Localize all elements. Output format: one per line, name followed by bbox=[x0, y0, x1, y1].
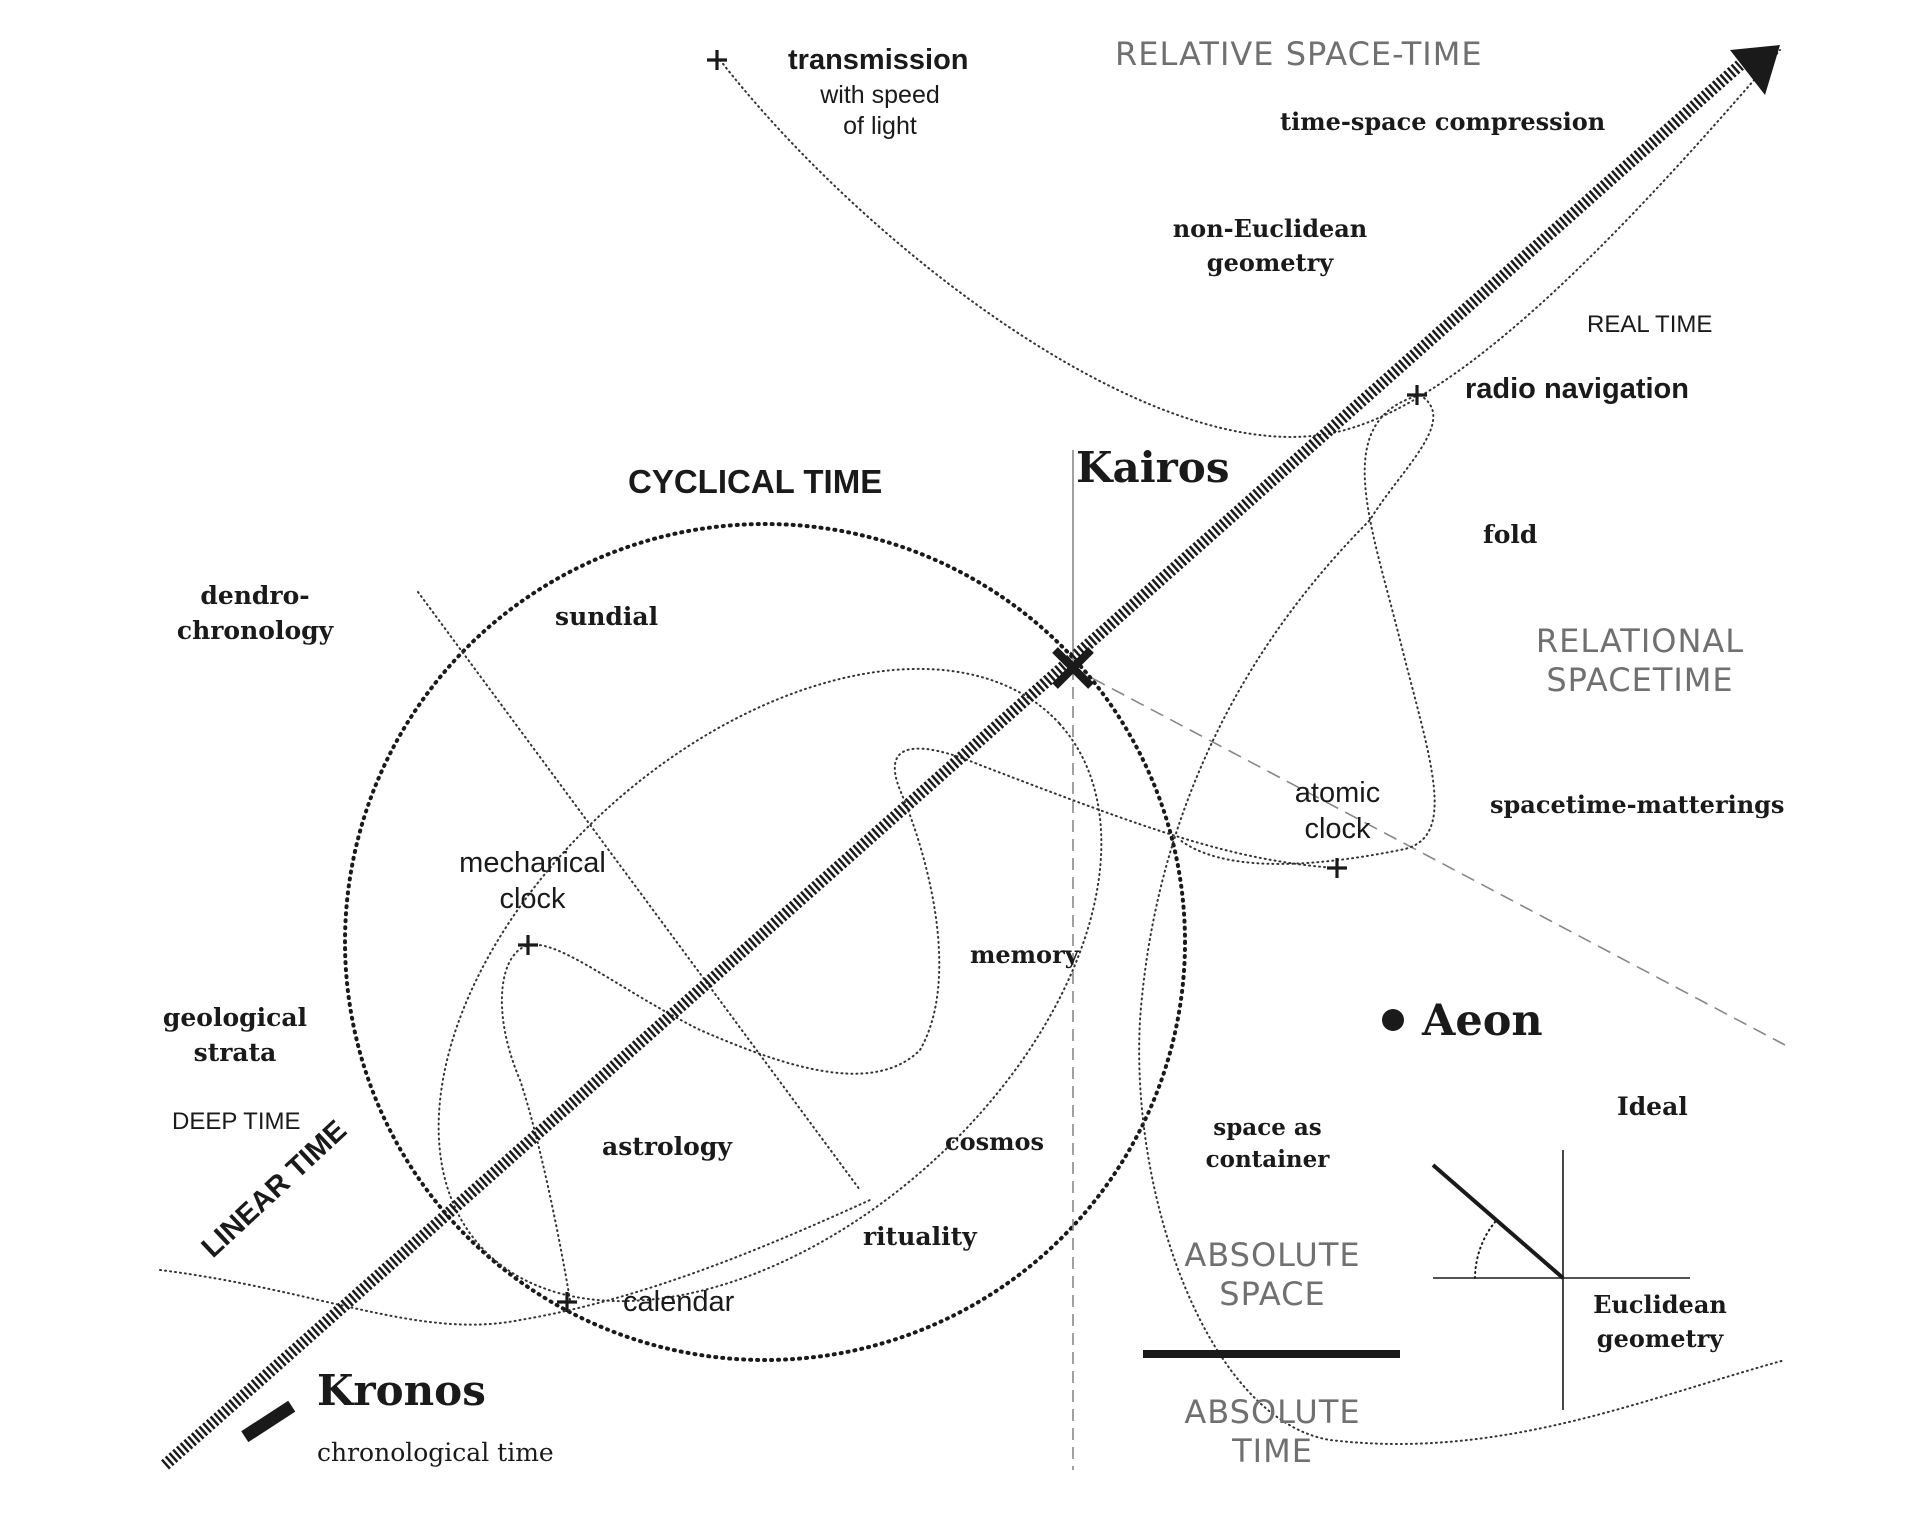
relative-space-time-label: RELATIVE SPACE-TIME bbox=[1115, 35, 1483, 73]
absolute-space-label: ABSOLUTE SPACE bbox=[1184, 1236, 1361, 1314]
plus-icon bbox=[1407, 385, 1427, 405]
chronological-time-label: chronological time bbox=[317, 1438, 554, 1467]
ideal-label: Ideal bbox=[1617, 1092, 1688, 1121]
memory-label: memory bbox=[970, 940, 1079, 969]
space-as-container-label: space as container bbox=[1205, 1114, 1330, 1174]
transmission-subtitle: with speed of light bbox=[820, 81, 940, 140]
absolute-bar bbox=[1143, 1350, 1400, 1358]
fold-label: fold bbox=[1483, 520, 1538, 549]
dendrochronology-label: dendro- chronology bbox=[176, 581, 334, 645]
bar-icon bbox=[241, 1400, 296, 1443]
mechanical-clock-label: mechanical clock bbox=[459, 847, 606, 916]
arrow-head-icon bbox=[1730, 45, 1780, 95]
plus-icon bbox=[707, 50, 727, 70]
deep-time-label: DEEP TIME bbox=[172, 1108, 301, 1135]
atomic-clock-curve bbox=[500, 747, 1336, 1301]
plus-icon bbox=[557, 1292, 577, 1312]
aeon-label: Aeon bbox=[1422, 996, 1543, 1046]
spacetime-matterings-label: spacetime-matterings bbox=[1490, 790, 1785, 819]
transmission-curve bbox=[719, 49, 1781, 438]
linear-time-arrow bbox=[161, 45, 1780, 1470]
cyclical-time-label: CYCLICAL TIME bbox=[628, 463, 883, 500]
relational-spacetime-label: RELATIONAL SPACETIME bbox=[1535, 622, 1745, 700]
kronos-label: Kronos bbox=[317, 1366, 486, 1415]
non-euclidean-geometry-label: non-Euclidean geometry bbox=[1172, 214, 1368, 277]
plus-icon bbox=[1327, 858, 1347, 878]
transmission-title: transmission bbox=[788, 44, 969, 76]
atomic-clock-label: atomic clock bbox=[1294, 777, 1381, 846]
radio-navigation-loop bbox=[1138, 394, 1786, 1445]
relational-dashed-line bbox=[1072, 667, 1786, 1046]
geological-strata-label: geological strata bbox=[162, 1003, 308, 1067]
x-mark-icon bbox=[1052, 647, 1094, 689]
cyclical-time-circle bbox=[343, 522, 1187, 1362]
filled-dot-icon bbox=[1382, 1009, 1404, 1031]
time-space-compression-label: time-space compression bbox=[1280, 107, 1606, 136]
calendar-label: calendar bbox=[623, 1286, 735, 1318]
radio-navigation-label: radio navigation bbox=[1465, 373, 1689, 405]
absolute-time-label: ABSOLUTE TIME bbox=[1184, 1393, 1361, 1471]
euclidean-axes bbox=[1431, 1150, 1690, 1410]
kairos-label: Kairos bbox=[1076, 443, 1230, 492]
real-time-label: REAL TIME bbox=[1587, 311, 1713, 338]
euclidean-geometry-label: Euclidean geometry bbox=[1593, 1290, 1727, 1353]
plus-icon bbox=[518, 935, 538, 955]
astrology-label: astrology bbox=[602, 1132, 732, 1161]
sundial-label: sundial bbox=[555, 602, 659, 631]
cosmos-label: cosmos bbox=[945, 1127, 1045, 1156]
rituality-label: rituality bbox=[863, 1222, 977, 1251]
bottom-left-curve bbox=[159, 1199, 871, 1326]
dendro-dotted-line bbox=[417, 591, 861, 1191]
tilted-ellipse bbox=[437, 667, 1103, 1303]
